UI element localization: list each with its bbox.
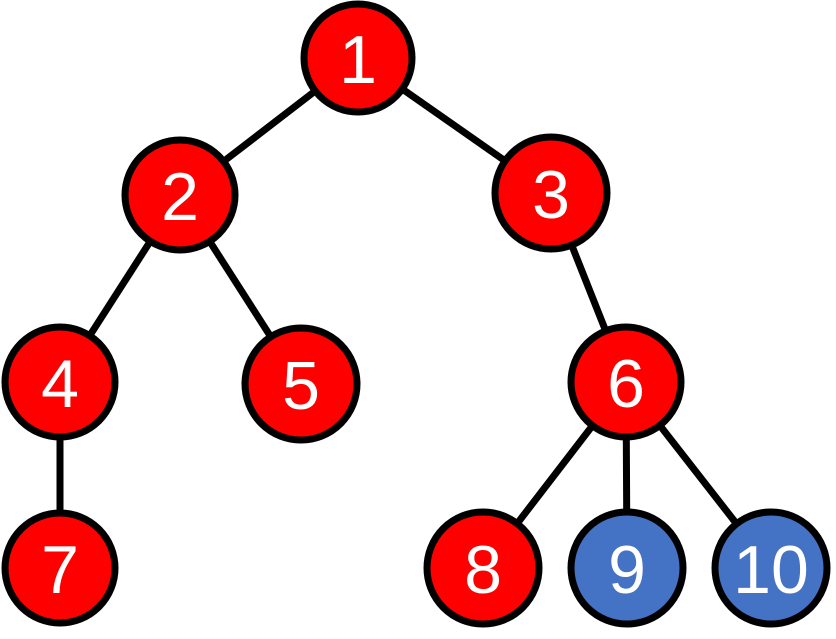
edge-3-to-6 bbox=[567, 240, 611, 335]
node-circle-2[interactable] bbox=[121, 136, 239, 254]
tree-node-8[interactable]: 8 bbox=[423, 508, 543, 628]
node-label-5: 5 bbox=[282, 348, 320, 424]
node-circle-5[interactable] bbox=[241, 324, 361, 444]
tree-node-3[interactable]: 3 bbox=[491, 133, 611, 253]
node-circle-10[interactable] bbox=[711, 508, 831, 628]
node-label-1: 1 bbox=[339, 22, 377, 98]
tree-node-2[interactable]: 2 bbox=[121, 136, 239, 254]
tree-node-10[interactable]: 10 bbox=[711, 508, 831, 628]
edge-6-to-10 bbox=[655, 420, 742, 529]
node-label-7: 7 bbox=[41, 532, 79, 608]
tree-node-6[interactable]: 6 bbox=[567, 323, 685, 441]
node-circle-7[interactable] bbox=[1, 509, 119, 627]
node-label-2: 2 bbox=[161, 159, 199, 235]
node-label-3: 3 bbox=[532, 157, 570, 233]
tree-node-5[interactable]: 5 bbox=[241, 324, 361, 444]
node-circle-4[interactable] bbox=[1, 323, 119, 441]
node-label-9: 9 bbox=[608, 532, 646, 608]
edge-2-to-4 bbox=[85, 236, 155, 341]
node-circle-9[interactable] bbox=[567, 508, 687, 628]
node-circle-8[interactable] bbox=[423, 508, 543, 628]
node-label-10: 10 bbox=[733, 532, 809, 608]
tree-node-4[interactable]: 4 bbox=[1, 323, 119, 441]
edges-layer bbox=[56, 84, 742, 529]
node-circle-1[interactable] bbox=[300, 0, 416, 116]
tree-node-7[interactable]: 7 bbox=[1, 509, 119, 627]
node-label-4: 4 bbox=[41, 346, 79, 422]
tree-node-1[interactable]: 1 bbox=[300, 0, 416, 116]
edge-1-to-3 bbox=[397, 84, 510, 166]
edge-6-to-8 bbox=[512, 421, 598, 529]
node-circle-6[interactable] bbox=[567, 323, 685, 441]
edge-2-to-5 bbox=[205, 236, 276, 342]
node-circle-3[interactable] bbox=[491, 133, 611, 253]
edge-1-to-2 bbox=[219, 86, 320, 167]
nodes-layer: 1 2 3 4 5 6 7 8 9 10 bbox=[1, 0, 831, 628]
node-label-8: 8 bbox=[464, 532, 502, 608]
tree-node-9[interactable]: 9 bbox=[567, 508, 687, 628]
node-label-6: 6 bbox=[607, 346, 645, 422]
